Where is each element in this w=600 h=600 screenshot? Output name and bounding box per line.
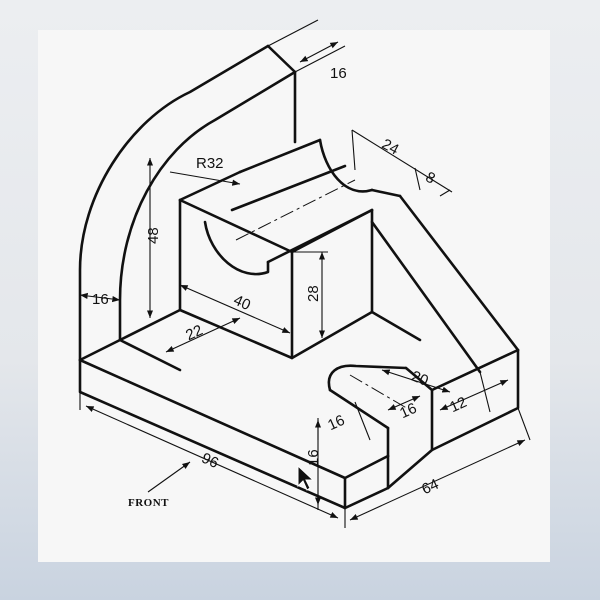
groove-line-2 [266,208,374,264]
dim-r32: R32 [196,155,224,172]
rib-diagonal [370,220,482,374]
groove-front-curve [203,220,270,276]
dim-20: 20 [409,368,431,390]
upright-top [266,44,297,74]
rib-top-slope [398,194,520,352]
front-label: FRONT [128,497,169,509]
block-top-front [178,198,294,254]
base-slot-front-top [343,454,390,480]
dim-16-base: 16 [305,449,322,466]
groove-line-1 [230,164,347,212]
slot-round-end [327,364,408,392]
rib-base-front [290,310,422,360]
part-outline [78,44,520,510]
dim-40: 40 [231,292,253,314]
dim-8: 8 [423,169,438,188]
dim-12: 12 [447,394,469,416]
upright-inner-curve [118,70,297,342]
base-slot-edge [328,388,390,430]
dim-64: 64 [419,476,441,498]
dim-16-top: 16 [330,65,347,82]
block-right-back [370,188,402,198]
block-top-back [238,138,322,174]
base-right-top [430,348,520,392]
upright-outer-curve [78,44,270,362]
dim-48: 48 [145,227,162,244]
upright-bottom-inner [118,308,182,342]
base-top-left-edge [78,338,122,362]
dim-16-left: 16 [92,291,109,308]
upright-base-line [118,338,182,372]
groove-centre-line [235,179,356,241]
block-top-back-left [178,170,242,202]
dim-16-slot: 16 [325,412,347,434]
groove-back-curve [318,138,374,193]
dim-22: 22 [183,322,205,344]
dimension-lines [79,19,531,528]
dim-24: 24 [379,136,402,159]
dim-96: 96 [199,450,221,472]
mouse-pointer-icon [297,464,315,491]
dim-16-slot2: 16 [397,400,419,422]
dim-28: 28 [305,285,322,302]
